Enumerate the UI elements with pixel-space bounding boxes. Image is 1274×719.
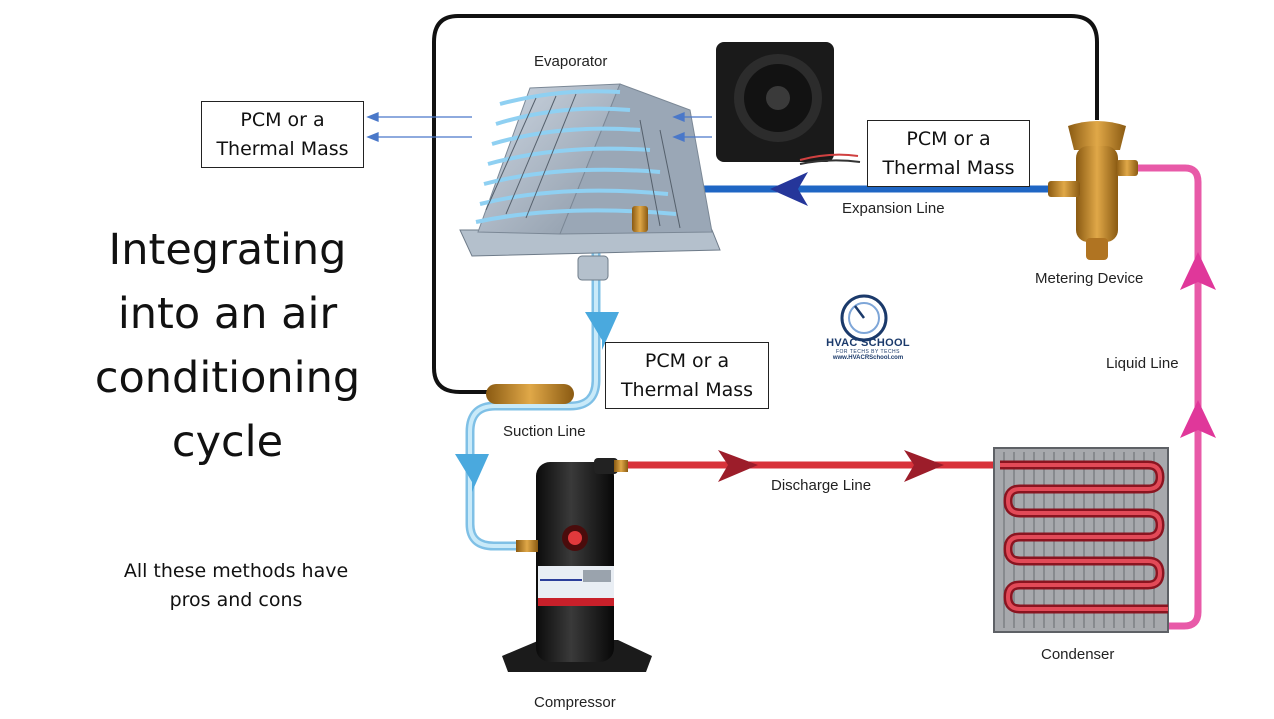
evaporator-label: Evaporator <box>534 53 608 70</box>
pcm-callout-line: Thermal Mass <box>882 157 1015 179</box>
discharge-line-label: Discharge Line <box>771 477 872 494</box>
evaporator-coil <box>459 83 721 281</box>
note-line: pros and cons <box>169 589 303 611</box>
title-line: Integrating <box>108 225 347 275</box>
title-line: conditioning <box>94 353 361 403</box>
note-line: All these methods have <box>123 560 349 582</box>
slide-title: Integrating into an air conditioning cyc… <box>60 218 395 474</box>
metering-device-label: Metering Device <box>1035 270 1144 287</box>
hvac-school-logo <box>840 294 888 342</box>
compressor-label: Compressor <box>534 694 616 711</box>
liquid-arrow-lower <box>1180 400 1216 438</box>
blower-fan <box>716 42 861 165</box>
brand-url: www.HVACRSchool.com <box>832 355 904 361</box>
equalizer-line <box>432 14 1099 394</box>
liquid-line-label: Liquid Line <box>1106 355 1179 372</box>
pcm-callout-suction: PCM or a Thermal Mass <box>605 342 769 409</box>
suction-arrow-lower <box>455 454 489 492</box>
pcm-callout-line: PCM or a <box>906 128 991 150</box>
title-line: into an air <box>117 289 338 339</box>
hvac-school-brand: HVAC SCHOOL FOR TECHS BY TECHS www.HVACR… <box>812 295 924 361</box>
expansion-arrow <box>770 172 808 206</box>
title-line: cycle <box>171 417 284 467</box>
condenser-label: Condenser <box>1041 646 1115 663</box>
pcm-callout-line: Thermal Mass <box>620 379 754 401</box>
discharge-arrow-left <box>718 450 758 482</box>
filter-drier <box>486 384 574 404</box>
pcm-callout-line: PCM or a <box>240 109 325 131</box>
pcm-callout-expansion: PCM or a Thermal Mass <box>867 120 1030 187</box>
compressor-unit <box>502 458 652 672</box>
condenser-coil <box>993 447 1169 633</box>
air-flow-arrows <box>366 112 712 142</box>
pcm-callout-line: Thermal Mass <box>216 138 349 160</box>
liquid-line <box>1130 164 1202 630</box>
brand-tagline: FOR TECHS BY TECHS <box>835 349 900 355</box>
slide-note: All these methods have pros and cons <box>100 557 372 615</box>
pcm-callout-line: PCM or a <box>644 350 730 372</box>
pcm-callout-evaporator: PCM or a Thermal Mass <box>201 101 364 168</box>
discharge-arrow-right <box>904 450 944 482</box>
expansion-line-label: Expansion Line <box>842 200 945 217</box>
liquid-arrow-upper <box>1180 252 1216 290</box>
suction-arrow-upper <box>585 312 619 350</box>
metering-device <box>1048 121 1138 260</box>
suction-line-label: Suction Line <box>503 423 586 440</box>
brand-name: HVAC SCHOOL <box>826 337 910 349</box>
